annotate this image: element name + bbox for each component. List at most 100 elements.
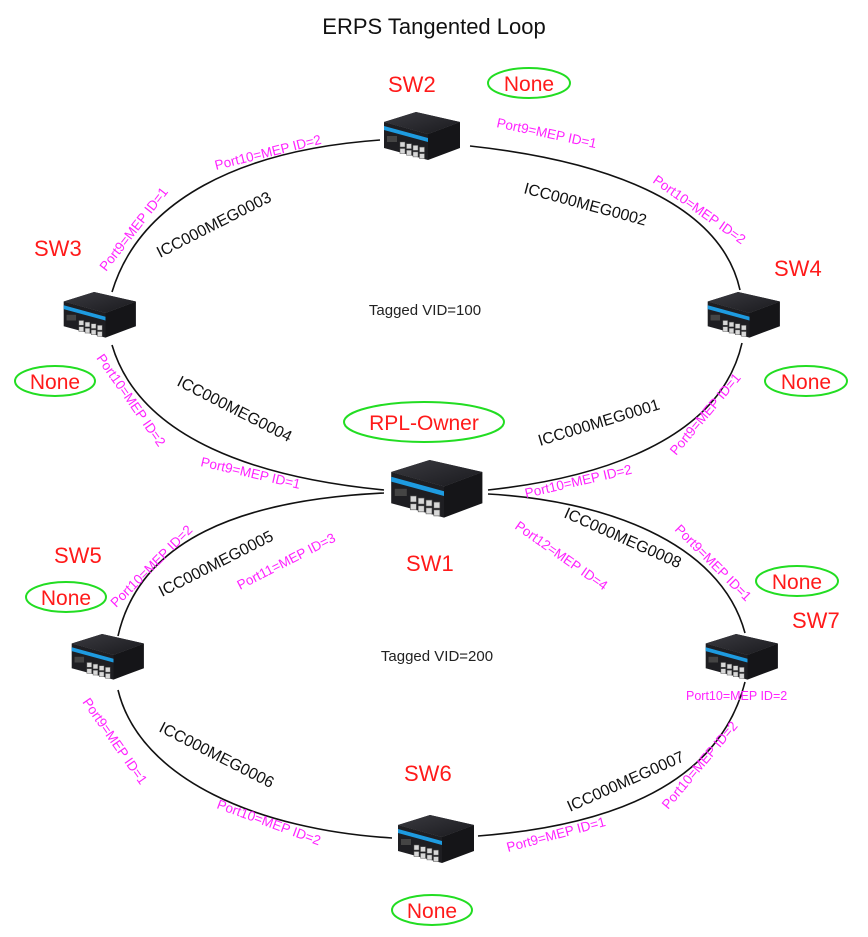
meg-label-0004: ICC000MEG0004 [174,373,294,446]
rj45-port [420,852,426,859]
port-label: Port10=MEP ID=2 [94,351,169,449]
rj45-port [105,667,111,673]
rj45-port [420,846,426,852]
rj45-port [410,503,417,511]
port-label: Port10=MEP ID=2 [523,462,633,501]
rj45-port [419,153,425,159]
port-grid [394,488,441,517]
port-label: Port9=MEP ID=1 [199,454,302,492]
port-grid [74,656,111,679]
rj45-port [399,141,406,148]
port-label: Port10=MEP ID=2 [215,797,323,848]
role-text: None [30,371,80,394]
rj45-port [426,848,433,854]
rj45-port [720,662,726,668]
link-sw6-sw7 [477,681,746,837]
port-grid [66,314,103,337]
sfp-port [710,314,721,321]
rj45-port [419,146,425,153]
rj45-port [99,665,105,671]
industrial-switch-icon [63,292,136,338]
rj45-port [739,673,745,679]
diagram-title: ERPS Tangented Loop [322,14,545,39]
link-sw2-sw4 [469,145,741,291]
sfp-port [387,136,397,142]
rj45-port [78,326,84,332]
rj45-port [410,495,417,503]
rj45-port [733,671,739,677]
rj45-port [97,331,103,337]
rj45-port [726,663,733,670]
role-badge-sw4: None [764,365,848,397]
rj45-port [741,325,747,331]
rj45-port [433,849,439,856]
rj45-port [425,507,433,515]
ring-label-vid200: Tagged VID=200 [381,648,493,665]
rj45-port [92,663,99,670]
rj45-port [413,851,420,857]
switch-label-sw4: SW4 [774,256,822,281]
link-sw3-sw1 [111,344,385,491]
rj45-port [735,323,741,329]
rj45-port [417,505,425,513]
port-grid [387,136,425,159]
link-sw5-sw6 [117,689,393,839]
switch-label-sw1: SW1 [406,551,454,576]
meg-label-0001: ICC000MEG0001 [536,397,662,450]
role-badge-sw7: None [755,565,839,597]
rj45-port [84,321,91,328]
port-label: Port9=MEP ID=1 [505,814,607,855]
switch-sw7[interactable] [705,634,778,680]
switch-sw6[interactable] [398,815,474,863]
rj45-port [726,670,733,676]
sfp-port [401,839,411,845]
rj45-port [426,854,433,861]
rj45-port [433,856,439,862]
switch-sw1[interactable] [391,460,483,518]
port-grid [710,314,747,337]
role-badge-sw6: None [391,894,473,926]
role-text: None [772,571,822,594]
role-text: None [41,587,91,610]
industrial-switch-icon [707,292,780,338]
switch-label-sw6: SW6 [404,761,452,786]
ring-label-vid100: Tagged VID=100 [369,302,481,319]
role-badge-sw2: None [487,67,571,99]
rj45-port [412,145,419,151]
rj45-port [739,667,745,673]
rj45-port [417,497,425,505]
rj45-port [97,325,103,331]
rj45-port [733,665,739,671]
meg-label-0006: ICC000MEG0006 [156,719,276,792]
sfp-port [74,656,85,663]
sfp-port [66,314,77,321]
rj45-port [720,668,726,674]
rj45-port [99,671,105,677]
switch-label-sw3: SW3 [34,236,82,261]
rj45-port [91,323,97,329]
rj45-port [413,844,420,851]
role-badge-sw1: RPL-Owner [343,401,505,443]
link-sw4-sw1 [487,342,743,491]
role-badge-sw5: None [25,581,107,613]
switch-sw3[interactable] [63,292,136,338]
role-text: None [781,371,831,394]
port-label-sw7-horizontal: Port10=MEP ID=2 [686,689,787,703]
rj45-port [433,501,441,509]
rj45-port [728,328,735,334]
link-sw2-sw3 [111,139,381,293]
rj45-port [412,151,419,158]
rj45-port [406,149,412,156]
rj45-port [86,668,92,674]
rj45-port [406,143,412,149]
role-badge-sw3: None [14,365,96,397]
switch-label-sw2: SW2 [388,72,436,97]
switch-sw5[interactable] [71,634,144,680]
rj45-port [433,509,441,517]
switch-sw4[interactable] [707,292,780,338]
role-text: RPL-Owner [369,412,479,435]
switch-sw2[interactable] [384,112,460,160]
industrial-switch-icon [705,634,778,680]
sfp-port [708,656,719,663]
